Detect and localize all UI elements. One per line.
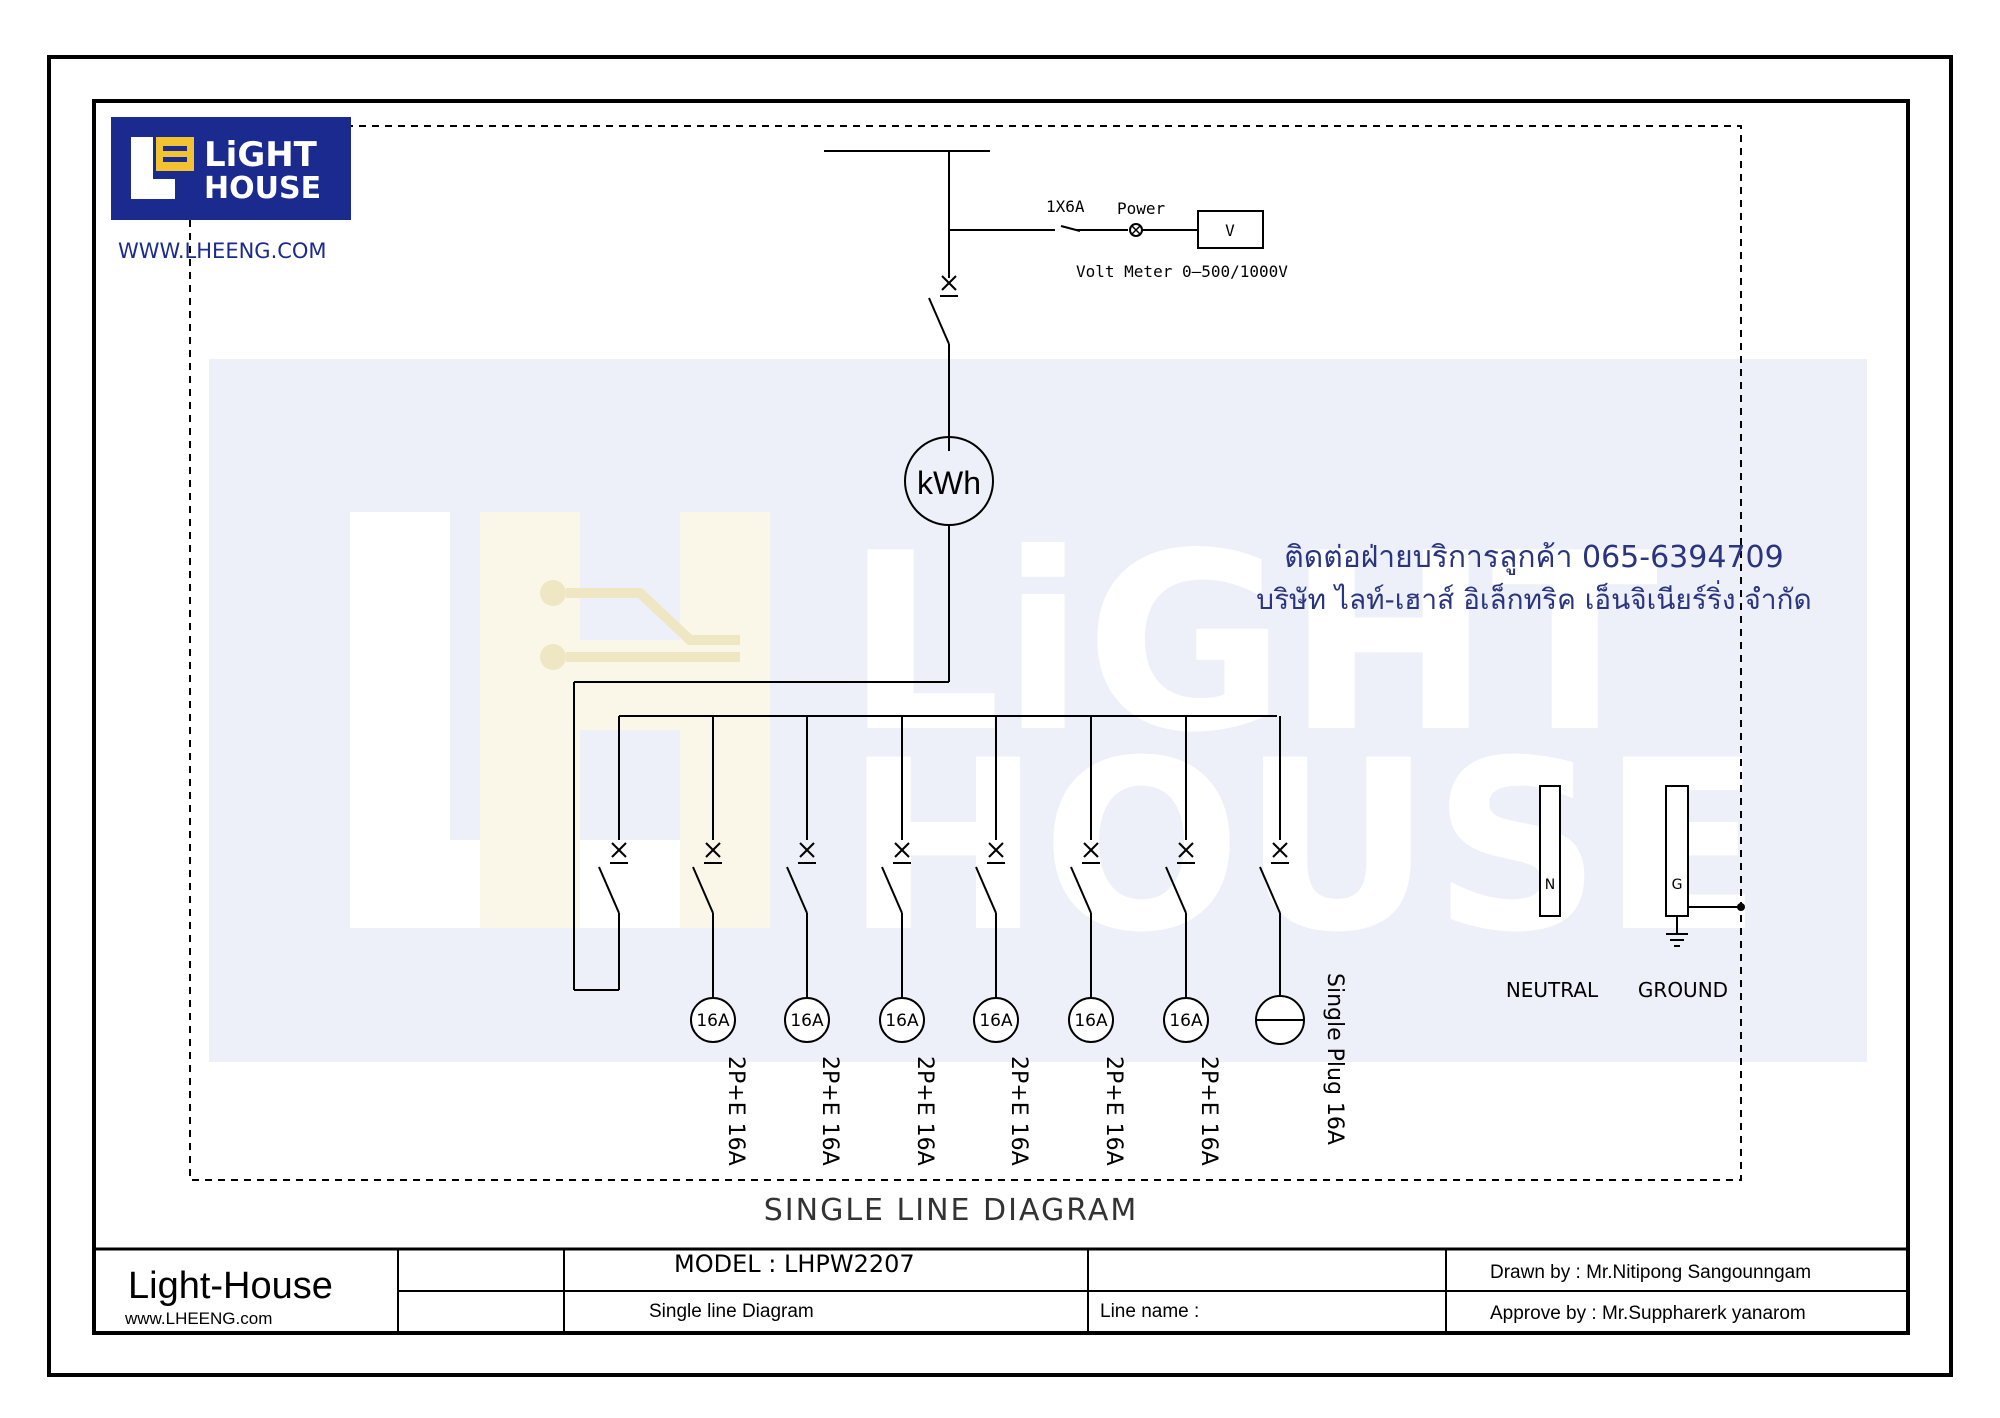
logo-text-house: HOUSE xyxy=(204,171,321,206)
branch-2-breaker-blade xyxy=(786,866,808,914)
branch-5-breaker-blade xyxy=(1070,866,1092,914)
branch-5-rating: 16A xyxy=(1074,1011,1108,1031)
branch-3-socket xyxy=(879,997,925,1043)
branch-4-rating: 16A xyxy=(979,1011,1013,1031)
branch-2-breaker-x2 xyxy=(799,842,815,858)
branch-1-breaker-x2 xyxy=(705,842,721,858)
panel-boundary xyxy=(189,125,1742,1181)
branch-6-socket xyxy=(1163,997,1209,1043)
plug-label: Single Plug 16A xyxy=(1322,973,1347,1145)
volt-meter xyxy=(1197,210,1264,249)
branch-6-label: 2P+E 16A xyxy=(1196,1056,1221,1166)
branch-1-socket xyxy=(690,997,736,1043)
branch-4-socket xyxy=(973,997,1019,1043)
branch-3-breaker-blade xyxy=(881,866,903,914)
branch-6-breaker-x2 xyxy=(1178,842,1194,858)
branch-plug-breaker-x2 xyxy=(1272,842,1288,858)
contact-line-1: ติดต่อฝ่ายบริการลูกค้า 065-6394709 xyxy=(1284,540,1783,575)
branch-2-rating: 16A xyxy=(790,1011,824,1031)
ground-label: GROUND xyxy=(1638,978,1728,1002)
branch-5-socket xyxy=(1068,997,1114,1043)
power-label: Power xyxy=(1117,199,1166,218)
branch-4-breaker-blade xyxy=(975,866,997,914)
branch-3-label: 2P+E 16A xyxy=(912,1056,937,1166)
branch-4-breaker-x2 xyxy=(988,842,1004,858)
title-block: Light-House www.LHEENG.com MODEL : LHPW2… xyxy=(94,1247,1908,1333)
branch-plug-breaker-blade xyxy=(1259,866,1281,914)
ground-symbol-icon xyxy=(1666,933,1688,947)
branch-1-label: 2P+E 16A xyxy=(723,1056,748,1166)
branch-circuits: 16A 2P+E 16A 16A 2P+E 16A 16A 2P+E 16A 16A 2P+E… xyxy=(598,716,1347,1166)
neutral-bar xyxy=(1539,785,1561,917)
logo-text-light: LiGHT xyxy=(204,135,318,175)
branch-2-label: 2P+E 16A xyxy=(817,1056,842,1166)
title-approve-by: Approve by : Mr.Suppharerk yanarom xyxy=(1490,1303,1806,1324)
pilot-breaker-label: 1X6A xyxy=(1046,197,1085,216)
branch-spare-breaker-x2 xyxy=(611,842,627,858)
volt-meter-label: Volt Meter 0–500/1000V xyxy=(1076,262,1288,281)
contact-line-2: บริษัท ไลท์-เฮาส์ อิเล็กทริค เอ็นจิเนียร… xyxy=(1256,580,1811,616)
ground-bar-label: G xyxy=(1672,877,1683,893)
title-company-url: www.LHEENG.com xyxy=(124,1309,272,1328)
company-logo: LiGHT HOUSE xyxy=(111,117,351,220)
logo-website: WWW.LHEENG.COM xyxy=(118,239,327,263)
branch-6-breaker-blade xyxy=(1165,866,1187,914)
branch-3-breaker-x2 xyxy=(894,842,910,858)
branch-1-breaker-blade xyxy=(692,866,714,914)
neutral-bar-label: N xyxy=(1545,877,1555,893)
branch-5-label: 2P+E 16A xyxy=(1101,1056,1126,1166)
title-drawn-by: Drawn by : Mr.Nitipong Sangounngam xyxy=(1490,1262,1811,1283)
ground-bar xyxy=(1665,785,1689,917)
branch-3-rating: 16A xyxy=(885,1011,919,1031)
branch-1-rating: 16A xyxy=(696,1011,730,1031)
branch-spare-breaker-blade xyxy=(598,866,620,914)
title-model: MODEL : LHPW2207 xyxy=(674,1250,915,1278)
kwh-label: kWh xyxy=(917,465,981,501)
watermark-text-2: HOUSE xyxy=(845,711,1762,984)
branch-2-socket xyxy=(784,997,830,1043)
title-line-name: Line name : xyxy=(1100,1301,1199,1322)
branch-4-label: 2P+E 16A xyxy=(1006,1056,1031,1166)
watermark-text-1: LiGHT xyxy=(845,501,1658,786)
title-company: Light-House xyxy=(128,1265,333,1307)
branch-6-rating: 16A xyxy=(1169,1011,1203,1031)
branch-5-breaker-x2 xyxy=(1083,842,1099,858)
diagram-caption: SINGLE LINE DIAGRAM xyxy=(764,1193,1139,1228)
watermark-logo xyxy=(350,512,770,928)
volt-meter-symbol: V xyxy=(1225,221,1235,240)
title-drawing-type: Single line Diagram xyxy=(649,1301,814,1322)
neutral-label: NEUTRAL xyxy=(1506,978,1599,1002)
